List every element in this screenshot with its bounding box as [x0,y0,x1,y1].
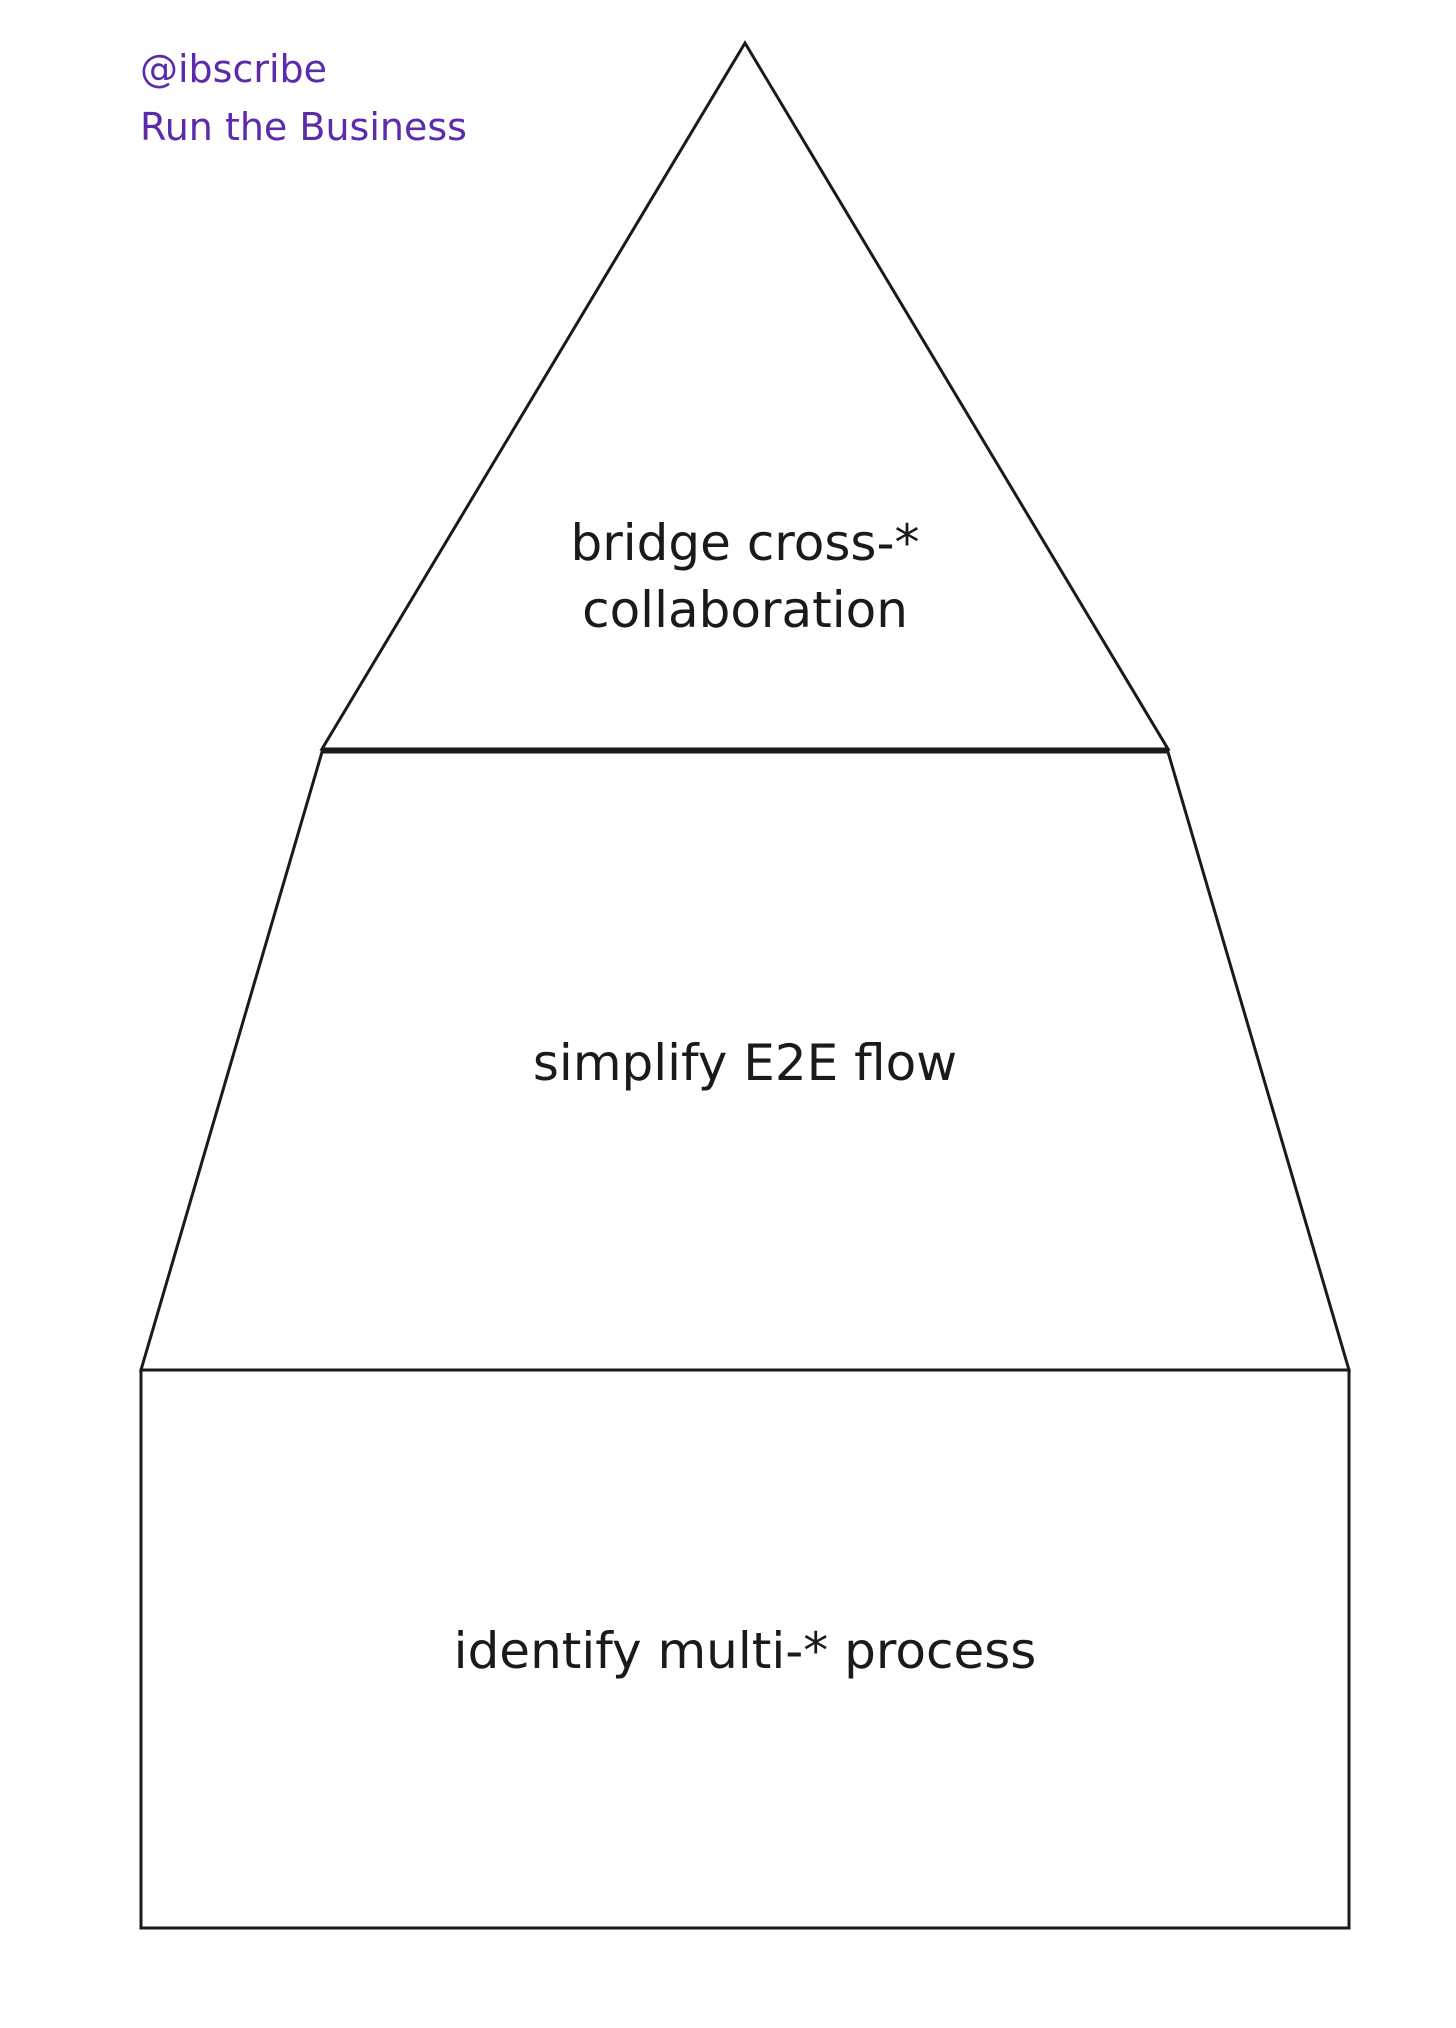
watermark-subtitle: Run the Business [140,105,467,149]
watermark: @ibscribe Run the Business [140,40,467,156]
pyramid-top-label-line-1: bridge cross-* [571,514,920,572]
pyramid-level-bottom [139,1368,1351,1930]
watermark-handle: @ibscribe [140,47,328,91]
pyramid-bottom-label: identify multi-* process [454,1622,1037,1680]
pyramid-level-top [319,40,1171,751]
pyramid-middle-label: simplify E2E flow [533,1034,957,1092]
pyramid-top-label-line-2: collaboration [582,581,908,639]
